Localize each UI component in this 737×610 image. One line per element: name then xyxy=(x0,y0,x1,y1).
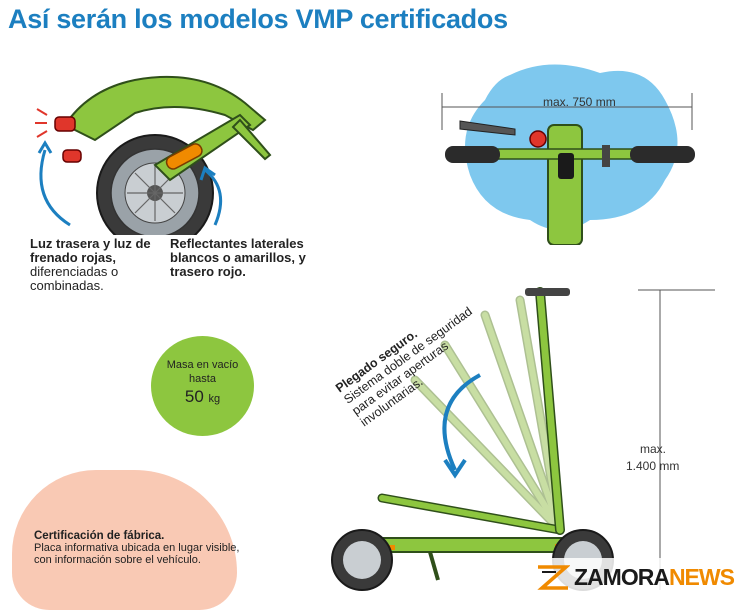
reflectors-label: Reflectantes laterales blancos o amarill… xyxy=(170,237,340,279)
mass-badge: Masa en vacío hasta 50 kg xyxy=(151,336,254,436)
certification-label-bold: Certificación de fábrica. xyxy=(34,530,165,542)
mass-unit: kg xyxy=(208,393,221,405)
reflectors-label-bold: Reflectantes laterales blancos o amarill… xyxy=(170,236,306,279)
mass-value-wrap: 50 kg xyxy=(151,386,254,410)
logo-text: ZAMORANEWS xyxy=(574,564,735,591)
handlebar-illustration xyxy=(441,64,695,245)
mass-value: 50 xyxy=(184,387,204,406)
rear-lights-label-normal: diferenciadas o combinadas. xyxy=(30,264,119,293)
page-title: Así serán los modelos VMP certificados xyxy=(8,4,508,34)
zamora-news-logo: ZAMORANEWS xyxy=(532,558,737,596)
scooter-folding-illustration xyxy=(331,287,715,591)
logo-word-2: NEWS xyxy=(668,564,735,590)
height-label-line2: 1.400 mm xyxy=(626,459,680,473)
certification-label-normal: Placa informativa ubicada en lugar visib… xyxy=(34,542,240,566)
mass-label-line2: hasta xyxy=(189,373,216,385)
rear-lights-label: Luz trasera y luz de frenado rojas, dife… xyxy=(30,237,180,293)
logo-mark-icon xyxy=(537,565,570,590)
logo-word-1: ZAMORA xyxy=(574,564,670,590)
certification-background xyxy=(12,470,237,610)
rear-lights-label-bold: Luz trasera y luz de frenado rojas, xyxy=(30,236,151,265)
handlebar-width-label: max. 750 mm xyxy=(543,95,616,109)
rear-wheel-illustration xyxy=(35,75,272,235)
height-label-line1: max. xyxy=(640,442,667,456)
certification-label: Certificación de fábrica. Placa informat… xyxy=(34,530,244,566)
mass-label-line1: Masa en vacío xyxy=(166,359,239,371)
